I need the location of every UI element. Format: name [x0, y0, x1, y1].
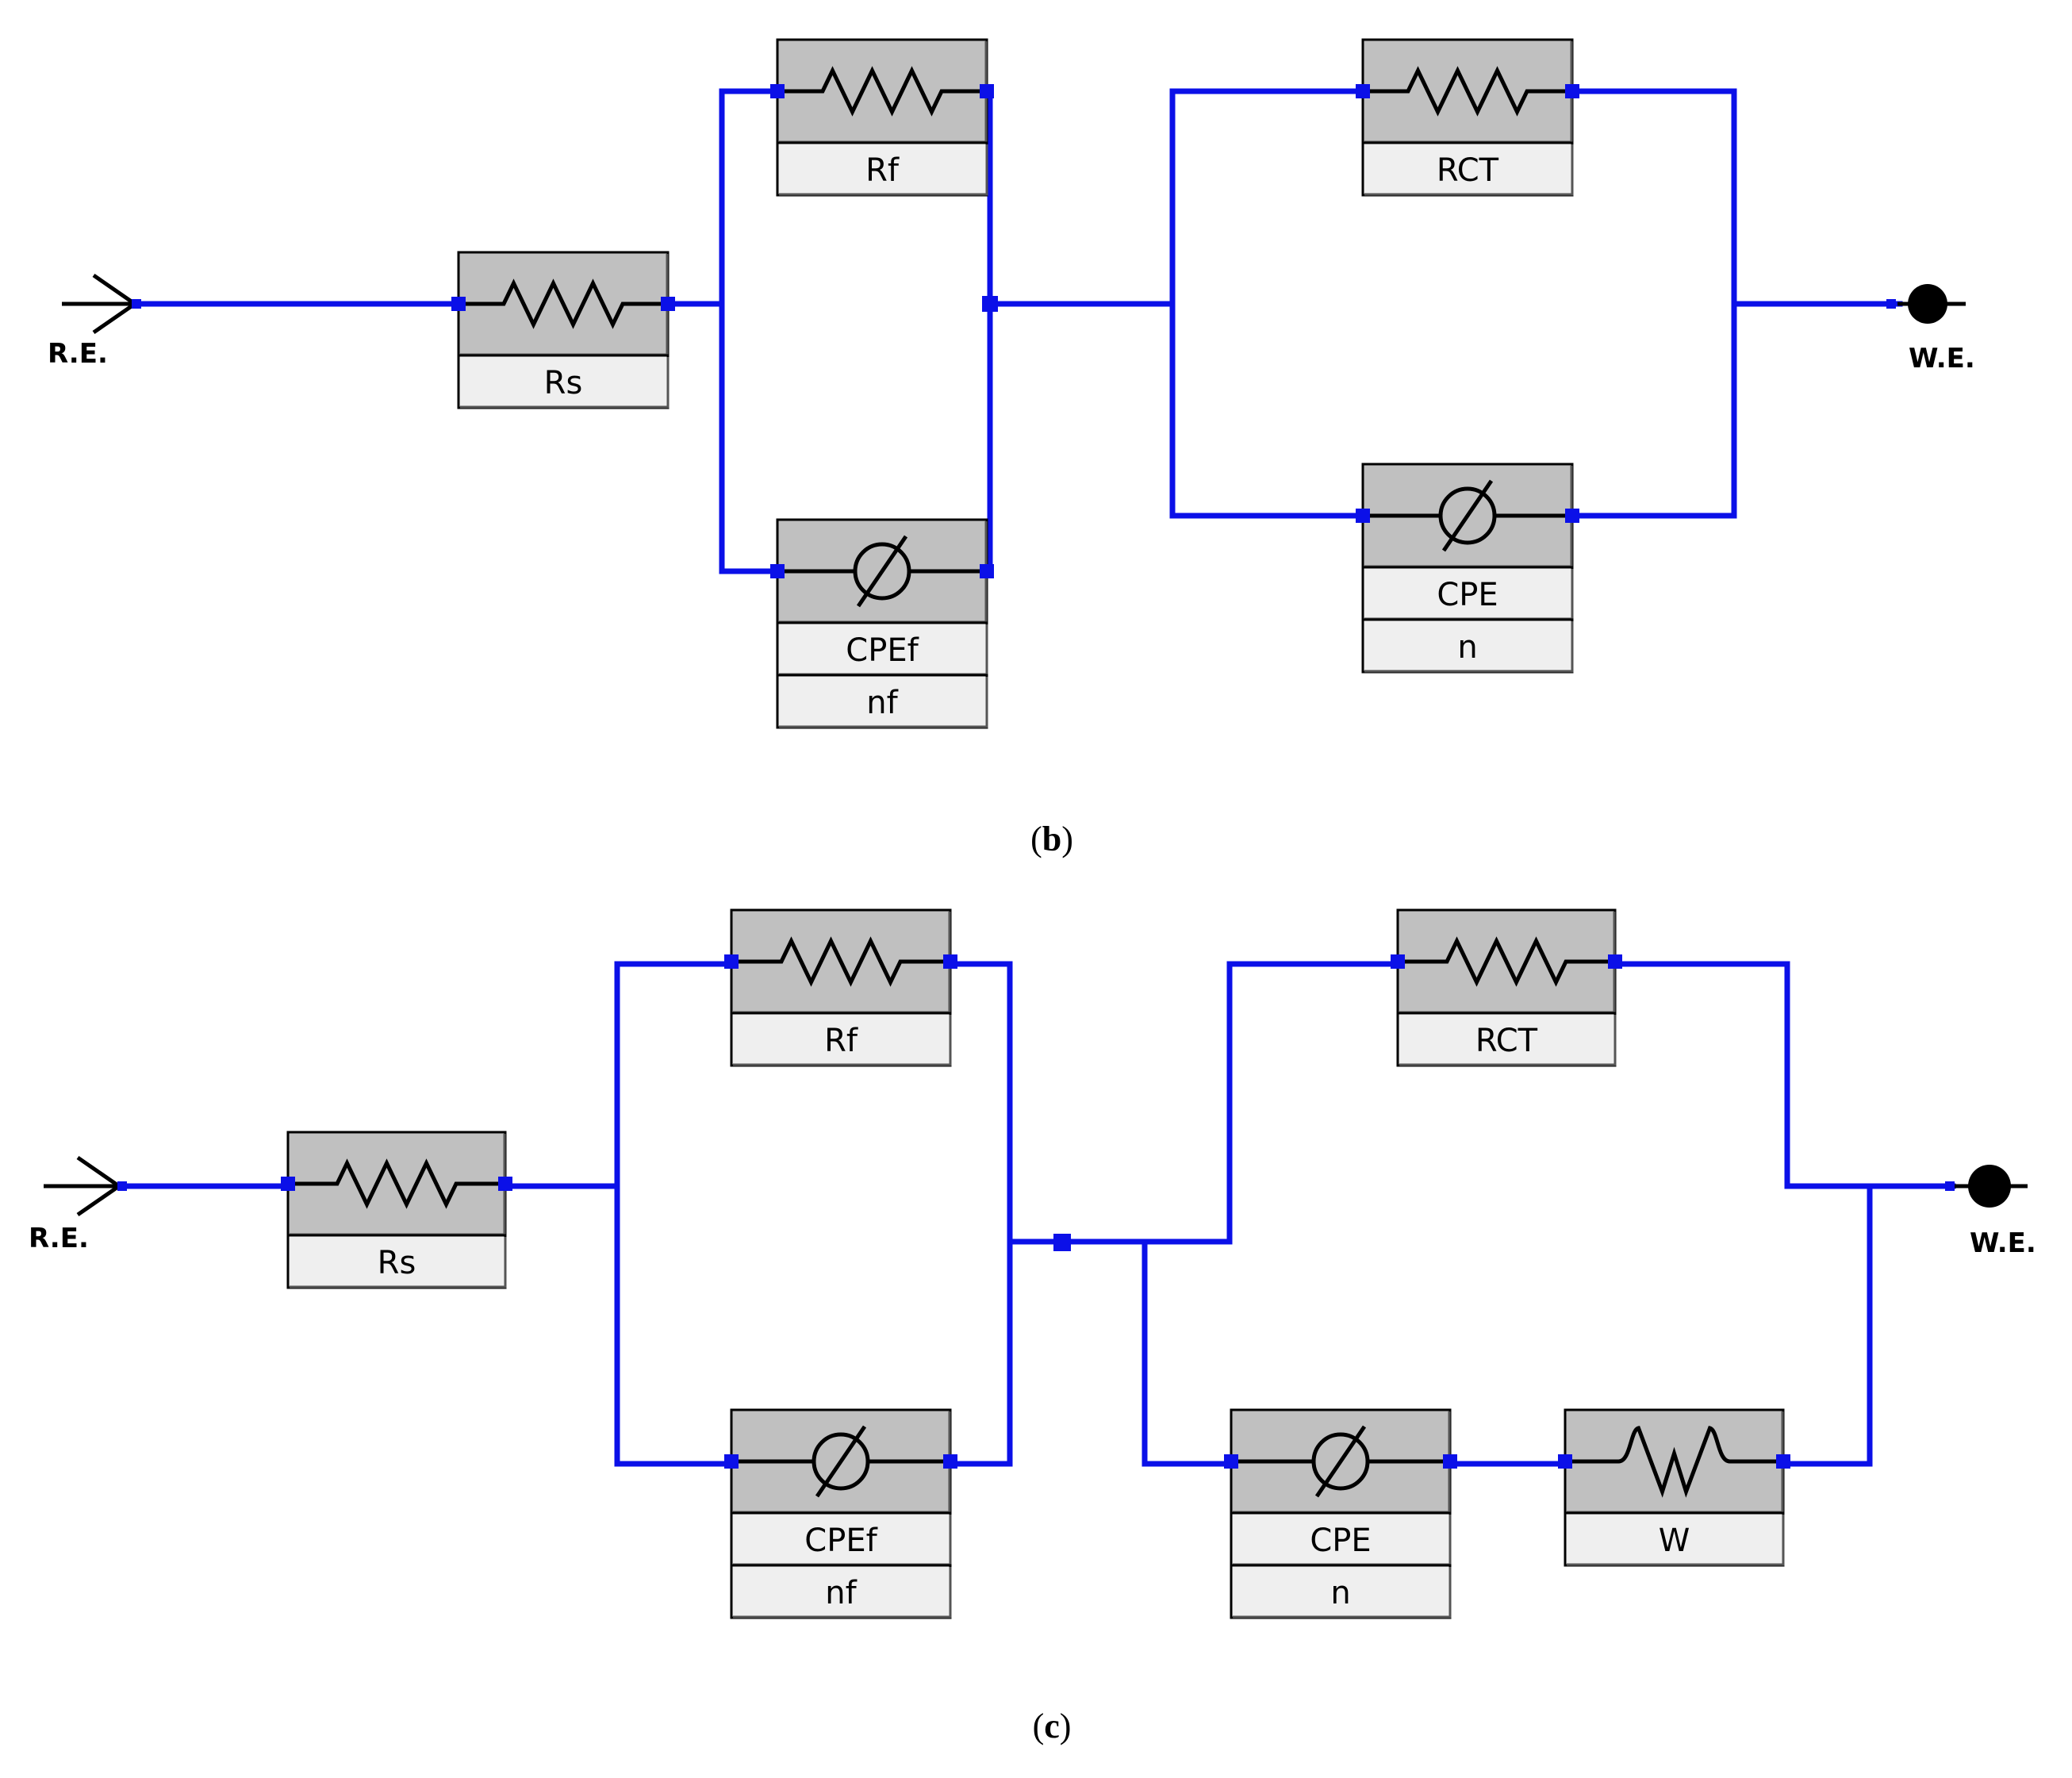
component-label: n: [1457, 629, 1477, 666]
component-label: n: [1330, 1575, 1350, 1611]
component-label: Rf: [824, 1023, 858, 1059]
component-label: Rs: [378, 1245, 416, 1281]
terminal-pin: [1391, 954, 1405, 969]
component-cpe: CPE n: [1224, 1408, 1457, 1619]
circuit-b: R.E. W.E. Rs Rf CPEf nf RCT CPE n (b): [48, 38, 1975, 858]
component-label-box: [1396, 1012, 1617, 1067]
resistor-symbol-icon: [459, 278, 668, 329]
resistor-symbol-icon: [777, 66, 987, 117]
arrow-terminal-icon: [44, 1155, 123, 1217]
component-w: W: [1558, 1408, 1790, 1567]
terminal-pin: [498, 1177, 512, 1191]
component-cpef: CPEf nf: [770, 518, 994, 729]
component-label: Rf: [865, 152, 900, 189]
terminal-pin: [1565, 509, 1579, 523]
component-label: CPEf: [804, 1523, 877, 1559]
wires-c: [117, 961, 1956, 1467]
ref-electrode-label: R.E.: [29, 1223, 89, 1254]
component-label: Rs: [544, 365, 583, 401]
component-label-box: [1361, 566, 1574, 621]
terminal-pin: [943, 1454, 957, 1469]
terminal-pin: [1608, 954, 1622, 969]
working-electrode-b: W.E.: [1886, 284, 1975, 374]
cpe-symbol-icon: [1363, 479, 1572, 552]
terminal-pin: [1776, 1454, 1790, 1469]
arrow-terminal-icon: [62, 273, 139, 335]
caption-letter: b: [1042, 820, 1061, 858]
figure-caption-b: (b): [1030, 820, 1073, 858]
terminal-pin: [1224, 1454, 1238, 1469]
resistor-symbol-icon: [1398, 936, 1615, 987]
component-label: nf: [825, 1575, 857, 1611]
work-electrode-label: W.E.: [1970, 1227, 2036, 1259]
warburg-symbol-icon: [1565, 1426, 1783, 1498]
terminal-pin: [661, 297, 675, 311]
component-label-box: [776, 621, 988, 677]
cpe-symbol-icon: [777, 535, 987, 608]
component-cpef: CPEf nf: [724, 1408, 957, 1619]
resistor-symbol-icon: [288, 1158, 505, 1209]
terminal-pin: [1356, 509, 1370, 523]
component-rf: Rf: [724, 908, 957, 1067]
component-label: CPEf: [846, 632, 919, 669]
figure-caption-c: (c): [1033, 1707, 1072, 1745]
component-label: nf: [866, 685, 898, 721]
component-cpe: CPE n: [1356, 463, 1579, 674]
terminal-pin: [724, 1454, 739, 1469]
working-electrode-c: W.E.: [1945, 1165, 2036, 1259]
terminal-pin: [281, 1177, 295, 1191]
terminal-pin: [724, 954, 739, 969]
terminal-pin: [451, 297, 466, 311]
terminal-pin: [1443, 1454, 1457, 1469]
wires-b: [132, 88, 1903, 574]
component-label: CPE: [1310, 1523, 1371, 1559]
terminal-pin: [943, 954, 957, 969]
resistor-symbol-icon: [731, 936, 950, 987]
component-label: W: [1659, 1523, 1690, 1559]
ref-electrode-label: R.E.: [48, 338, 108, 370]
nodes-b: [982, 296, 998, 312]
component-label: CPE: [1437, 577, 1498, 613]
component-label-box: [776, 141, 988, 197]
caption-letter: c: [1044, 1707, 1060, 1745]
component-rct: RCT: [1391, 908, 1622, 1067]
terminal-pin: [770, 84, 785, 98]
component-rf: Rf: [770, 38, 994, 197]
terminal-pin: [980, 564, 994, 578]
component-label-box: [457, 354, 670, 409]
reference-electrode-c: R.E.: [29, 1155, 127, 1254]
component-label: RCT: [1475, 1023, 1538, 1059]
terminal-pin: [1356, 84, 1370, 98]
cpe-symbol-icon: [1231, 1425, 1450, 1498]
component-rs: Rs: [281, 1131, 512, 1289]
reference-electrode-b: R.E.: [48, 273, 141, 370]
circuit-c: R.E. W.E. Rs Rf CPEf nf RCT CPE n W (c): [29, 908, 2036, 1745]
terminal-pin: [1558, 1454, 1572, 1469]
nodes-c: [1053, 1234, 1071, 1251]
component-rs: Rs: [451, 251, 675, 409]
component-label: RCT: [1437, 152, 1499, 189]
cpe-symbol-icon: [731, 1425, 950, 1498]
component-label-box: [730, 1012, 952, 1067]
terminal-pin: [980, 84, 994, 98]
dot-terminal-icon: [1908, 284, 1947, 324]
resistor-symbol-icon: [1363, 66, 1572, 117]
work-electrode-label: W.E.: [1909, 343, 1975, 374]
component-rct: RCT: [1356, 38, 1579, 197]
dot-terminal-icon: [1968, 1165, 2011, 1208]
terminal-pin: [1565, 84, 1579, 98]
terminal-pin: [770, 564, 785, 578]
